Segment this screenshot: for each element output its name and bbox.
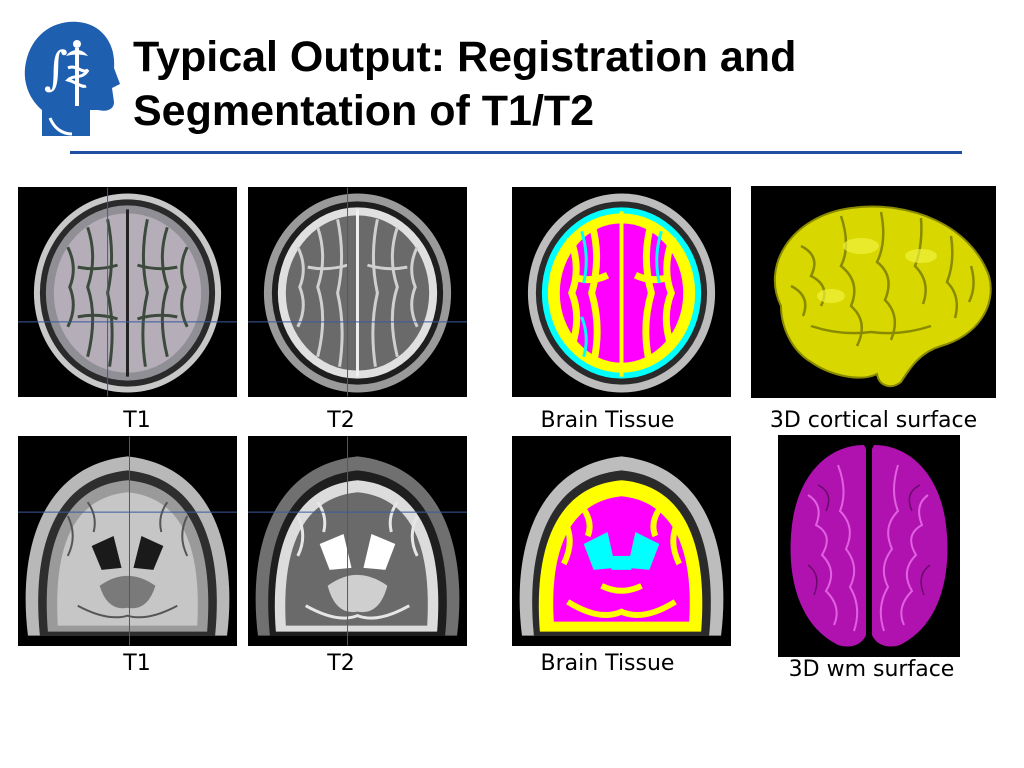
title-line-1: Typical Output: Registration and xyxy=(133,33,797,81)
t2-coronal-image xyxy=(248,436,467,646)
t2-axial-image xyxy=(248,187,467,397)
cortical-surface-3d-image xyxy=(751,186,996,398)
title-line-2: Segmentation of T1/T2 xyxy=(133,87,595,135)
title-divider xyxy=(70,151,962,154)
slicer-logo: ∫ xyxy=(20,18,120,138)
caption-row1-brain-tissue: Brain Tissue xyxy=(540,408,675,433)
caption-row2-brain-tissue: Brain Tissue xyxy=(540,651,675,676)
caption-row2-t1: T1 xyxy=(123,651,151,676)
caption-row1-cortical-surface: 3D cortical surface xyxy=(769,408,978,433)
t1-axial-image xyxy=(18,187,237,397)
svg-text:∫: ∫ xyxy=(44,41,68,95)
brain-tissue-coronal-image xyxy=(512,436,731,646)
wm-surface-3d-image xyxy=(778,435,960,657)
slide-title: Typical Output: Registration and Segment… xyxy=(133,30,993,138)
caption-row2-t2: T2 xyxy=(327,651,355,676)
caption-row1-t1: T1 xyxy=(123,408,151,433)
brain-tissue-axial-image xyxy=(512,187,731,397)
caption-row1-t2: T2 xyxy=(327,408,355,433)
caption-row2-wm-surface: 3D wm surface xyxy=(788,657,955,682)
t1-coronal-image xyxy=(18,436,237,646)
